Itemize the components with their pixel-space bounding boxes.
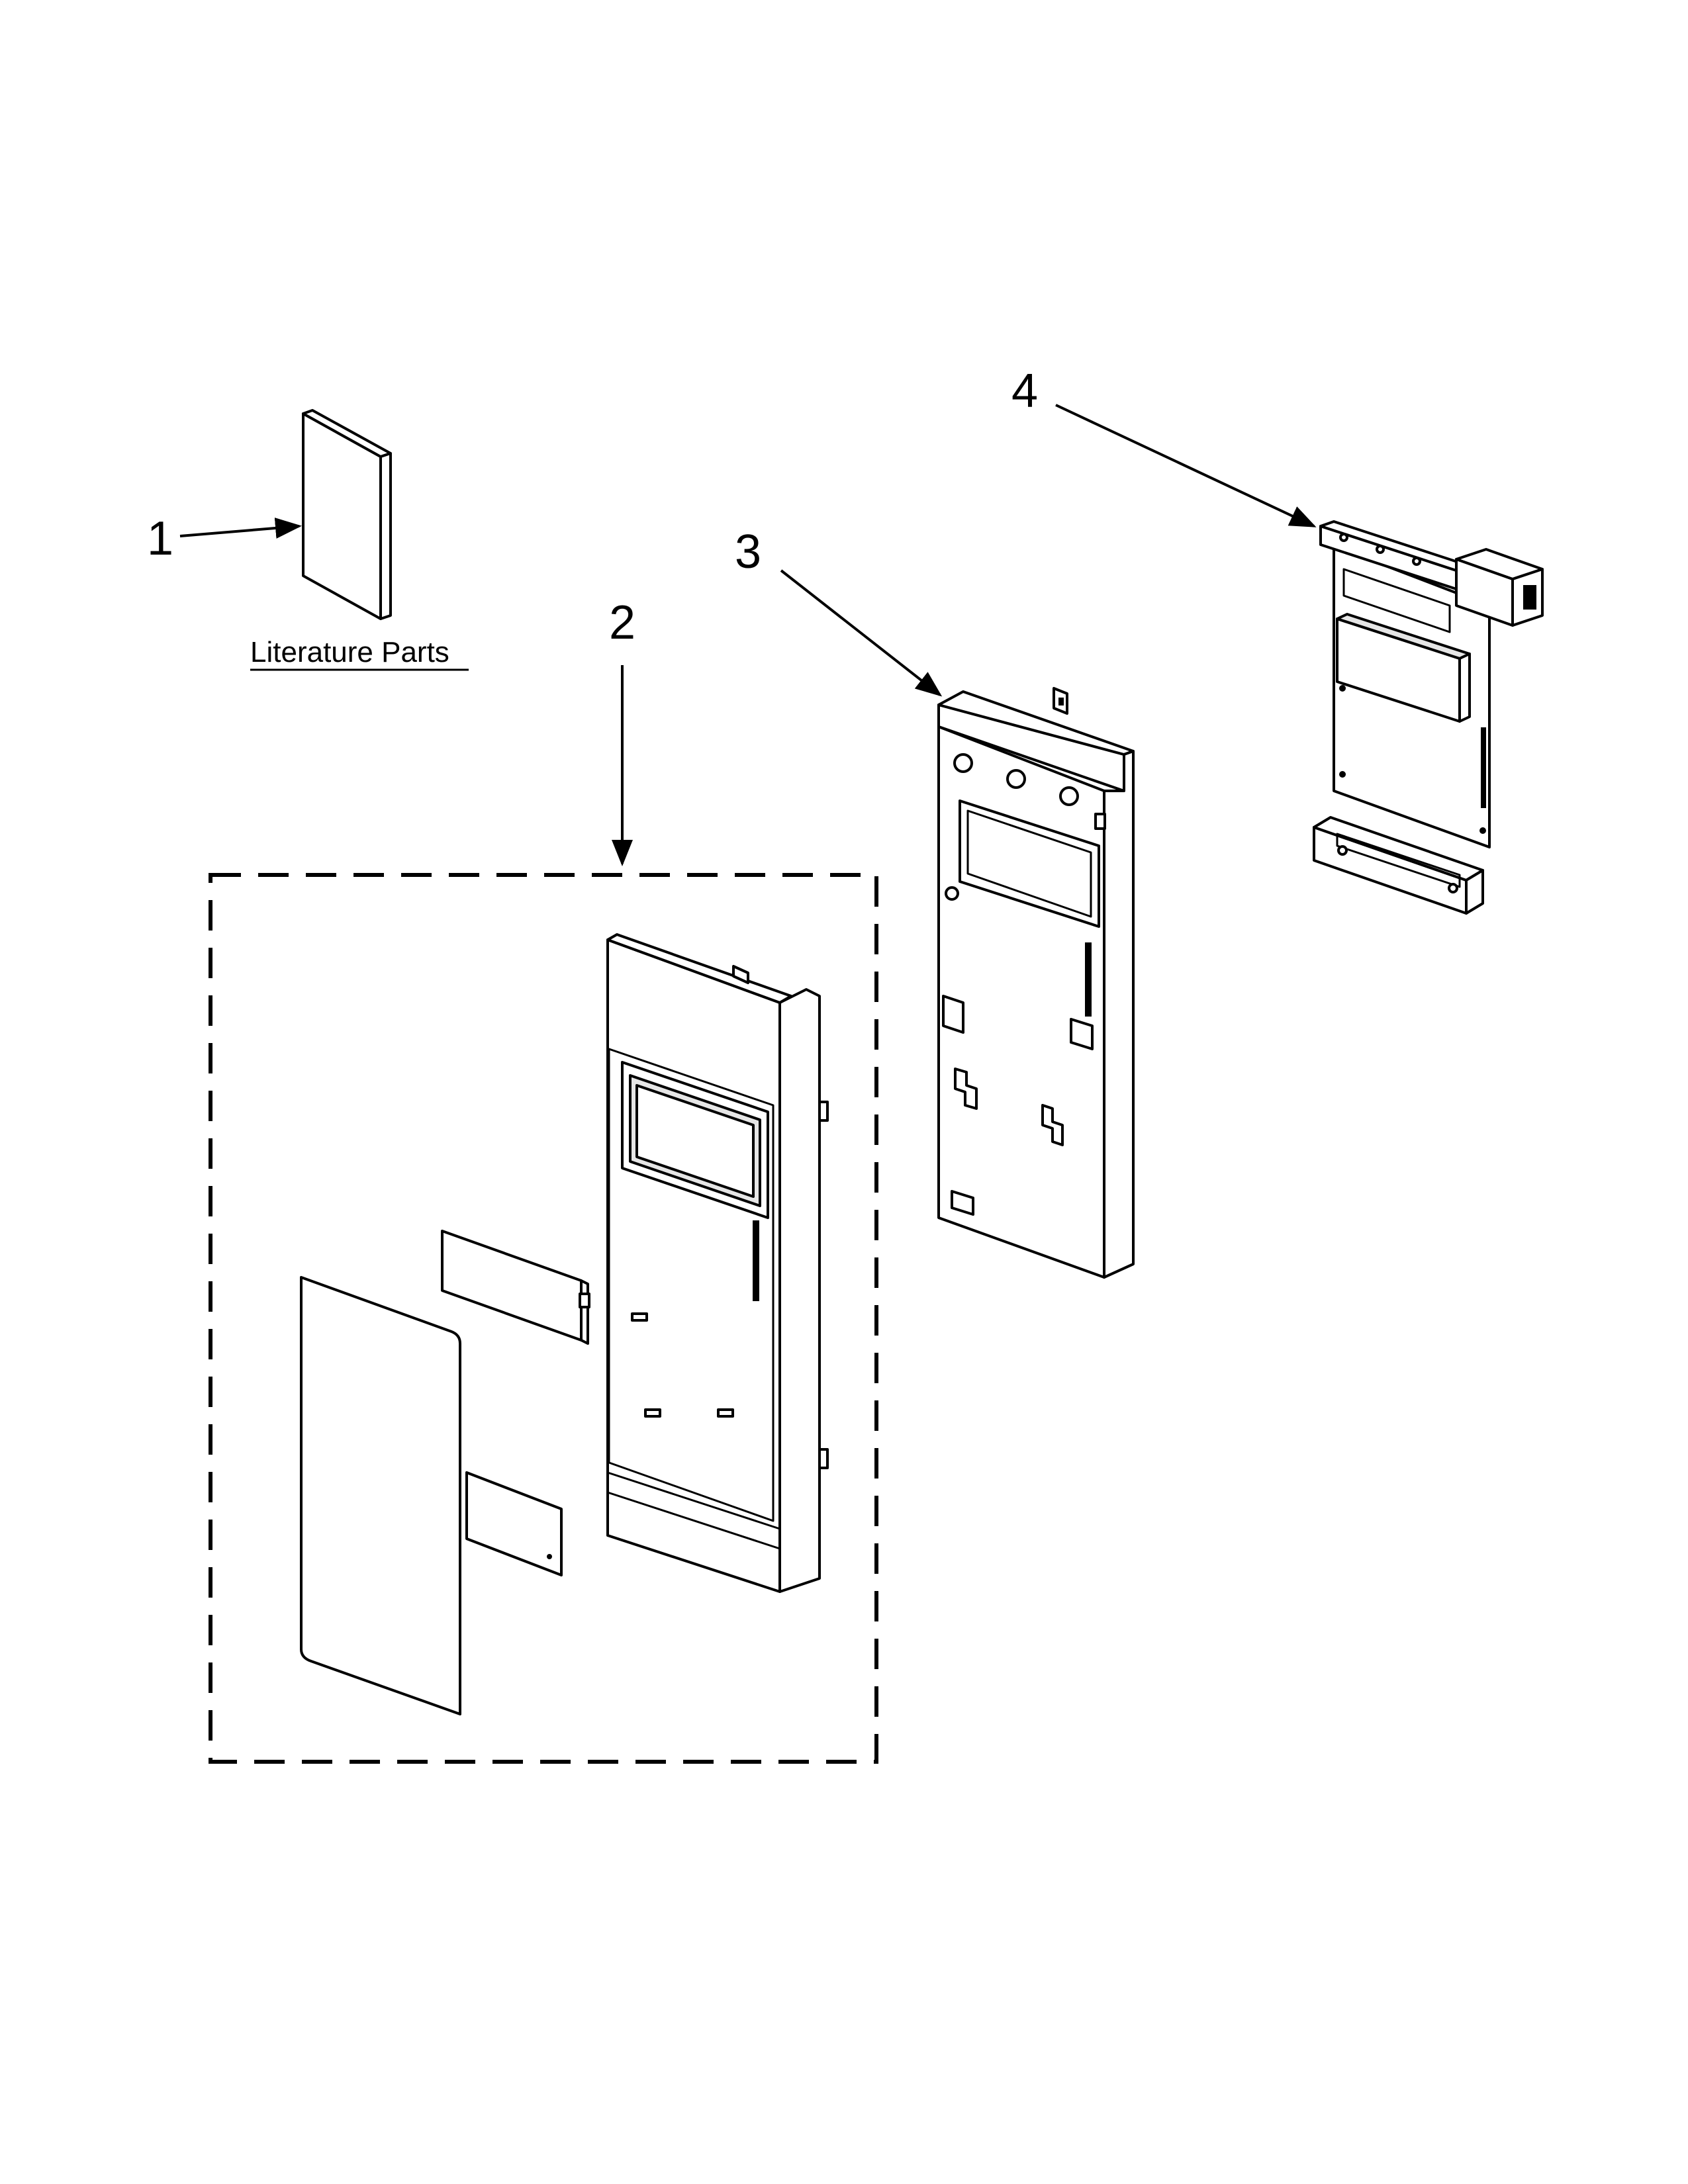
- callout-1-label: 1: [147, 512, 173, 565]
- ribbon-connector: [465, 1471, 563, 1576]
- electronic-control-board: [1313, 520, 1544, 915]
- literature-booklet: [302, 409, 392, 620]
- literature-parts-caption: Literature Parts: [250, 636, 449, 668]
- control-panel-bracket: [937, 687, 1135, 1279]
- callout-4-label: 4: [1011, 365, 1038, 418]
- kit-boundary: [209, 873, 878, 1764]
- callout-1-arrow: [179, 518, 302, 539]
- callout-4-arrow: [1055, 404, 1317, 527]
- callout-3-arrow: [780, 569, 943, 697]
- control-panel-assembly: [606, 933, 829, 1593]
- callout-2-label: 2: [609, 596, 635, 649]
- callout-3-label: 3: [735, 525, 761, 578]
- membrane-strip: [441, 1230, 590, 1345]
- keypad-overlay: [300, 1276, 461, 1715]
